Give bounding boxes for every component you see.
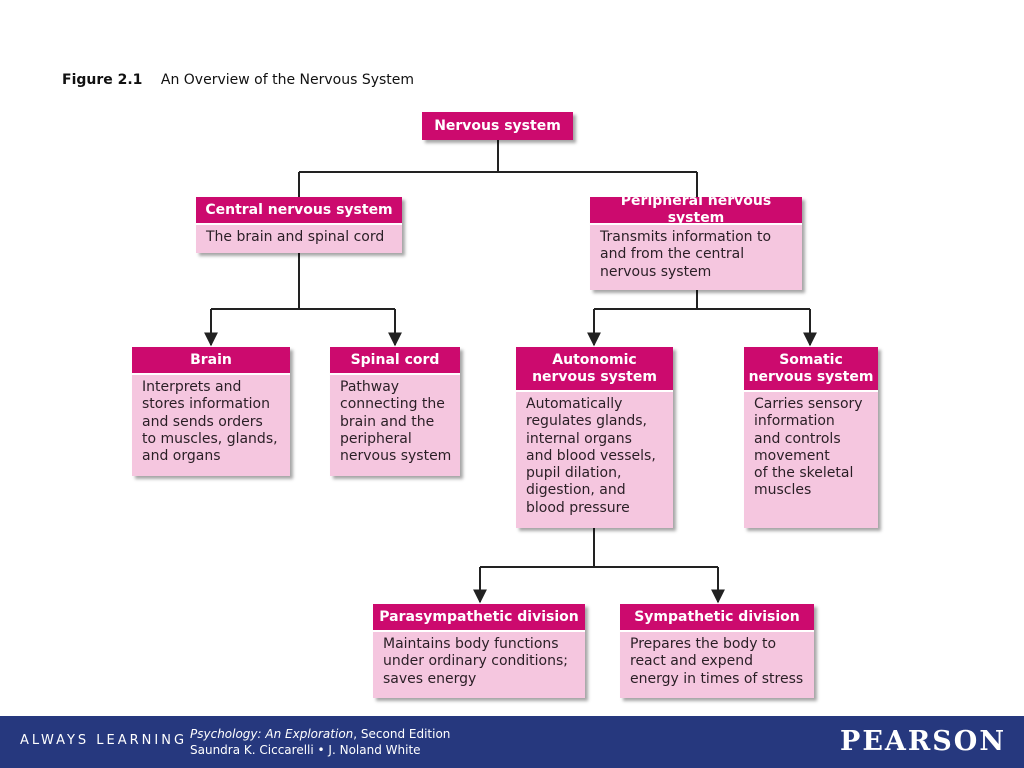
- footer-tagline: ALWAYS LEARNING: [20, 733, 188, 748]
- node-brain: Brain Interprets and stores information …: [132, 347, 290, 476]
- node-nervous-system: Nervous system: [422, 112, 573, 140]
- node-peripheral-nervous-system: Peripheral nervous system Transmits info…: [590, 193, 802, 290]
- node-brain-desc: Interprets and stores information and se…: [142, 379, 278, 465]
- node-pns-desc: Transmits information to and from the ce…: [600, 229, 772, 280]
- footer-bar: ALWAYS LEARNING Psychology: An Explorati…: [0, 716, 1024, 768]
- node-symp-title: Sympathetic division: [620, 604, 814, 632]
- node-autonomic-title: Autonomic nervous system: [516, 347, 673, 392]
- node-somatic-title: Somatic nervous system: [744, 347, 878, 392]
- node-somatic-nervous-system: Somatic nervous system Carries sensory i…: [744, 347, 878, 528]
- node-nervous-system-title: Nervous system: [422, 112, 573, 140]
- node-parasympathetic-division: Parasympathetic division Maintains body …: [373, 604, 585, 698]
- node-central-nervous-system: Central nervous system The brain and spi…: [196, 197, 402, 253]
- figure-number: Figure 2.1: [62, 72, 143, 88]
- figure-title: An Overview of the Nervous System: [160, 72, 415, 88]
- node-spinal-desc: Pathway connecting the brain and the per…: [340, 379, 452, 465]
- node-autonomic-desc: Automatically regulates glands, internal…: [526, 396, 656, 516]
- pearson-logo: PEARSON: [840, 726, 1006, 757]
- node-symp-desc: Prepares the body to react and expend en…: [630, 636, 804, 687]
- node-autonomic-nervous-system: Autonomic nervous system Automatically r…: [516, 347, 673, 528]
- node-spinal-title: Spinal cord: [330, 347, 460, 375]
- footer-book-title: Psychology: An Exploration: [190, 727, 354, 741]
- node-somatic-desc: Carries sensory information and controls…: [754, 396, 863, 499]
- footer-book-info: Psychology: An Exploration, Second Editi…: [190, 726, 450, 758]
- figure-caption: Figure 2.1 An Overview of the Nervous Sy…: [62, 72, 414, 88]
- node-brain-title: Brain: [132, 347, 290, 375]
- node-cns-title: Central nervous system: [196, 197, 402, 225]
- node-cns-desc: The brain and spinal cord: [206, 229, 385, 245]
- node-para-desc: Maintains body functions under ordinary …: [383, 636, 568, 687]
- node-sympathetic-division: Sympathetic division Prepares the body t…: [620, 604, 814, 698]
- node-pns-title: Peripheral nervous system: [590, 193, 802, 226]
- footer-edition: , Second Edition: [353, 727, 451, 741]
- node-para-title: Parasympathetic division: [373, 604, 585, 632]
- footer-authors: Saundra K. Ciccarelli • J. Noland White: [190, 743, 421, 757]
- node-spinal-cord: Spinal cord Pathway connecting the brain…: [330, 347, 460, 476]
